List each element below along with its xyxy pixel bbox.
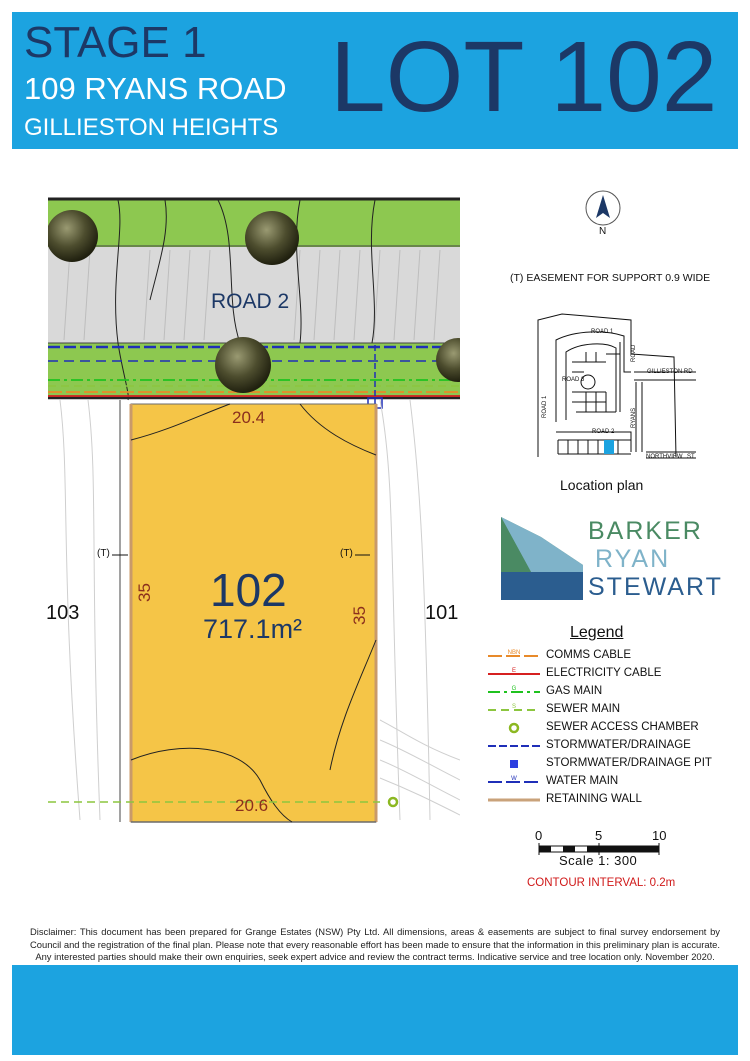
north-arrow-icon	[585, 190, 621, 226]
legend-item: S SEWER MAIN	[486, 702, 746, 718]
sewer-access-chamber-icon	[387, 796, 399, 808]
lot-location-highlight	[604, 440, 614, 454]
easement-mark-right: (T)	[340, 548, 353, 559]
loc-label-road-vertical: ROAD	[631, 344, 637, 362]
legend-item: STORMWATER/DRAINAGE PIT	[486, 756, 746, 772]
legend-label: STORMWATER/DRAINAGE PIT	[546, 757, 712, 769]
side-left: 35	[135, 583, 154, 602]
legend-symbol-icon: G	[488, 686, 540, 693]
scale-tick-10: 10	[652, 828, 667, 843]
scale-bar	[538, 843, 660, 855]
legend-symbol-icon: W	[488, 776, 540, 783]
footer-banner	[12, 965, 738, 1055]
tree-icon	[245, 211, 299, 265]
lot-heading: LOT 102	[330, 21, 718, 133]
stage-title: STAGE 1	[24, 18, 207, 67]
disclaimer: Disclaimer: This document has been prepa…	[30, 926, 720, 962]
legend-item: NBN COMMS CABLE	[486, 648, 746, 664]
loc-label-road3: ROAD 3	[562, 377, 585, 383]
side-right: 35	[350, 606, 369, 625]
legend-label: STORMWATER/DRAINAGE	[546, 739, 691, 751]
frontage-bottom: 20.6	[235, 796, 269, 815]
loc-label-road1-side: ROAD 1	[542, 395, 548, 418]
tree-icon	[436, 338, 460, 382]
legend-label: COMMS CABLE	[546, 649, 631, 661]
legend-symbol-icon	[510, 760, 518, 768]
lot-plan	[48, 197, 460, 823]
suburb: GILLIESTON HEIGHTS	[24, 114, 279, 141]
easement-note: (T) EASEMENT FOR SUPPORT 0.9 WIDE	[510, 272, 711, 284]
location-plan-map	[537, 313, 696, 459]
easement-mark-left: (T)	[97, 548, 110, 559]
scale-tick-5: 5	[595, 828, 603, 843]
lot-number: 102	[210, 564, 287, 616]
legend-symbol-icon: S	[488, 704, 540, 711]
legend-symbol-icon: NBN	[488, 650, 540, 657]
road-label: ROAD 2	[211, 290, 290, 313]
loc-label-gillieston-rd: GILLIESTON RD	[647, 369, 693, 375]
legend-item: E ELECTRICITY CABLE	[486, 666, 746, 682]
legend-item: SEWER ACCESS CHAMBER	[486, 720, 746, 736]
legend-item: RETAINING WALL	[486, 792, 746, 808]
scale-caption: Scale 1: 300	[559, 853, 638, 868]
contour-interval: CONTOUR INTERVAL: 0.2m	[527, 877, 676, 889]
legend-title: Legend	[570, 624, 624, 641]
tree-icon	[215, 337, 271, 393]
legend-symbol-icon	[508, 722, 520, 734]
legend-label: GAS MAIN	[546, 685, 603, 697]
header-banner: STAGE 1 109 RYANS ROAD GILLIESTON HEIGHT…	[12, 12, 738, 149]
legend-symbol-icon	[488, 798, 540, 802]
loc-label-st: ST	[687, 454, 695, 460]
brand-line-3: STEWART	[588, 573, 723, 601]
frontage-top: 20.4	[232, 408, 266, 427]
loc-label-ryans: RYANS	[631, 407, 637, 428]
svg-text:W: W	[511, 776, 517, 782]
legend-label: ELECTRICITY CABLE	[546, 667, 662, 679]
svg-text:E: E	[512, 668, 516, 674]
legend-symbol-icon: E	[488, 668, 540, 675]
legend-item: STORMWATER/DRAINAGE	[486, 738, 746, 754]
legend-label: SEWER ACCESS CHAMBER	[546, 721, 699, 733]
legend-symbol-icon	[488, 745, 540, 747]
legend-item: W WATER MAIN	[486, 774, 746, 790]
loc-label-road2: ROAD 2	[592, 429, 615, 435]
north-label: N	[599, 226, 607, 237]
legend-label: WATER MAIN	[546, 775, 619, 787]
legend-label: SEWER MAIN	[546, 703, 621, 715]
legend-item: G GAS MAIN	[486, 684, 746, 700]
lot-area: 717.1m²	[203, 614, 303, 644]
easement-leaders	[112, 554, 370, 556]
svg-text:G: G	[512, 686, 517, 692]
neighbour-lot-103: 103	[46, 602, 80, 624]
brand-line-1: BARKER	[588, 517, 703, 545]
neighbour-lot-101: 101	[425, 602, 459, 624]
barker-ryan-stewart-logo	[501, 517, 583, 600]
brand-line-2: RYAN	[595, 545, 671, 573]
legend-label: RETAINING WALL	[546, 793, 642, 805]
svg-text:S: S	[512, 704, 516, 710]
location-plan-caption: Location plan	[560, 477, 644, 493]
lot-102-parcel[interactable]	[130, 403, 377, 823]
tree-icon	[48, 210, 98, 262]
address: 109 RYANS ROAD	[24, 71, 287, 106]
loc-label-road1-top: ROAD 1	[591, 329, 614, 335]
svg-text:NBN: NBN	[508, 650, 521, 656]
loc-label-northview: NORTHVIEW	[646, 454, 683, 460]
scale-tick-0: 0	[535, 828, 543, 843]
